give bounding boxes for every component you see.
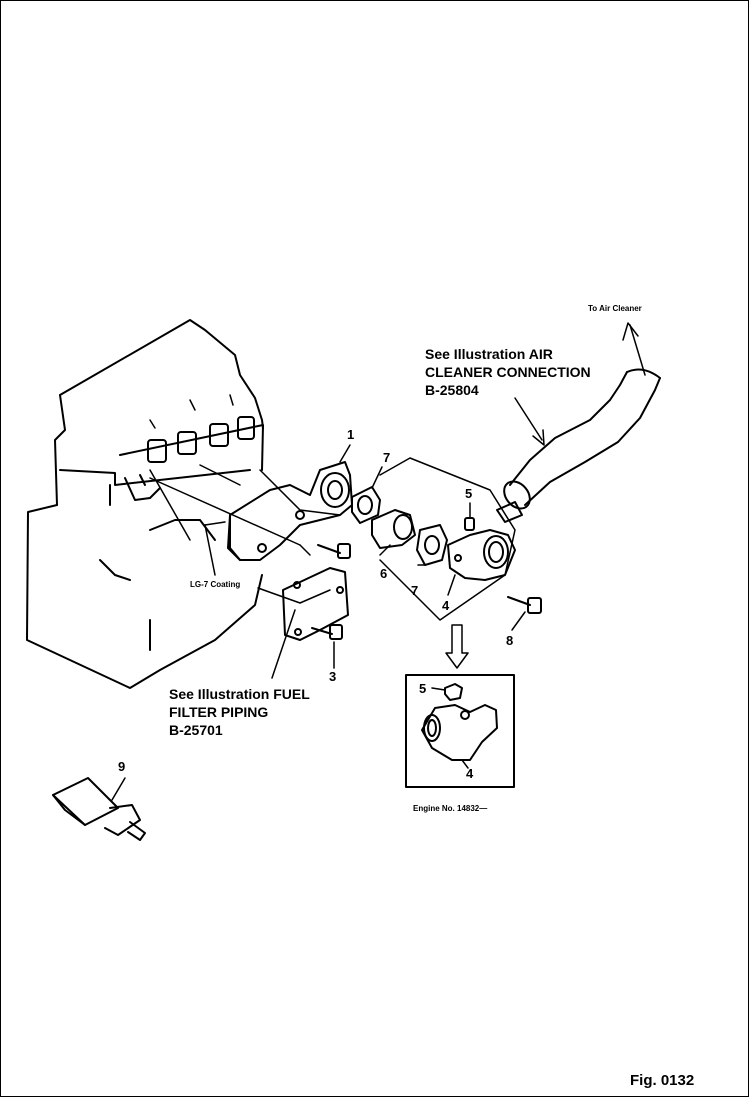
bracket-bolt [311, 624, 343, 640]
engine-block [26, 319, 264, 689]
part-number-7-upper: 7 [383, 450, 391, 465]
part-number-6: 6 [380, 566, 388, 581]
to-air-cleaner-label: To Air Cleaner [588, 304, 642, 313]
detail-part-number-5: 5 [419, 681, 427, 696]
fuel-filter-ref-line2: FILTER PIPING [169, 704, 269, 720]
air-cleaner-ref-arrowhead [532, 429, 545, 446]
part-leaders [111, 444, 526, 801]
detail-part4-leader [461, 759, 469, 769]
manifold-bolt [317, 543, 351, 559]
part-number-1: 1 [347, 427, 355, 442]
part-number-7-lower: 7 [411, 583, 419, 598]
engine-number-label: Engine No. 14832— [413, 804, 488, 813]
fuel-filter-ref-line3: B-25701 [169, 722, 223, 738]
lg7-coating-label: LG-7 Coating [190, 580, 241, 589]
gasket-2 [416, 524, 448, 566]
part-number-3: 3 [329, 669, 337, 684]
detail-elbow [421, 704, 498, 761]
elbow [447, 529, 516, 581]
long-bolt [507, 596, 542, 614]
air-cleaner-arrow [622, 322, 646, 376]
detail-box [405, 674, 515, 788]
air-cleaner-ref-leader [514, 397, 543, 441]
connector [371, 509, 416, 549]
detail-part-number-4: 4 [466, 766, 474, 781]
part-number-5: 5 [465, 486, 473, 501]
fuel-filter-ref-line1: See Illustration FUEL [169, 686, 310, 702]
exhaust-manifold [227, 461, 353, 561]
part-number-8: 8 [506, 633, 514, 648]
part-number-4: 4 [442, 598, 450, 613]
figure-number: Fig. 0132 [630, 1072, 695, 1089]
down-arrow-icon [445, 624, 469, 669]
connector-envelope [379, 457, 516, 621]
fuel-filter-leader [271, 609, 296, 679]
lg7-leader [204, 521, 331, 604]
detail-plug [431, 683, 463, 701]
air-cleaner-ref-line3: B-25804 [425, 382, 479, 398]
air-cleaner-ref-line2: CLEANER CONNECTION [425, 364, 591, 380]
part-number-9: 9 [118, 759, 126, 774]
applicator-tube [52, 777, 146, 841]
hose-clamp [496, 501, 523, 523]
plug [464, 517, 475, 531]
air-hose [503, 368, 661, 510]
air-cleaner-ref-line1: See Illustration AIR [425, 346, 553, 362]
bracket [282, 567, 349, 641]
